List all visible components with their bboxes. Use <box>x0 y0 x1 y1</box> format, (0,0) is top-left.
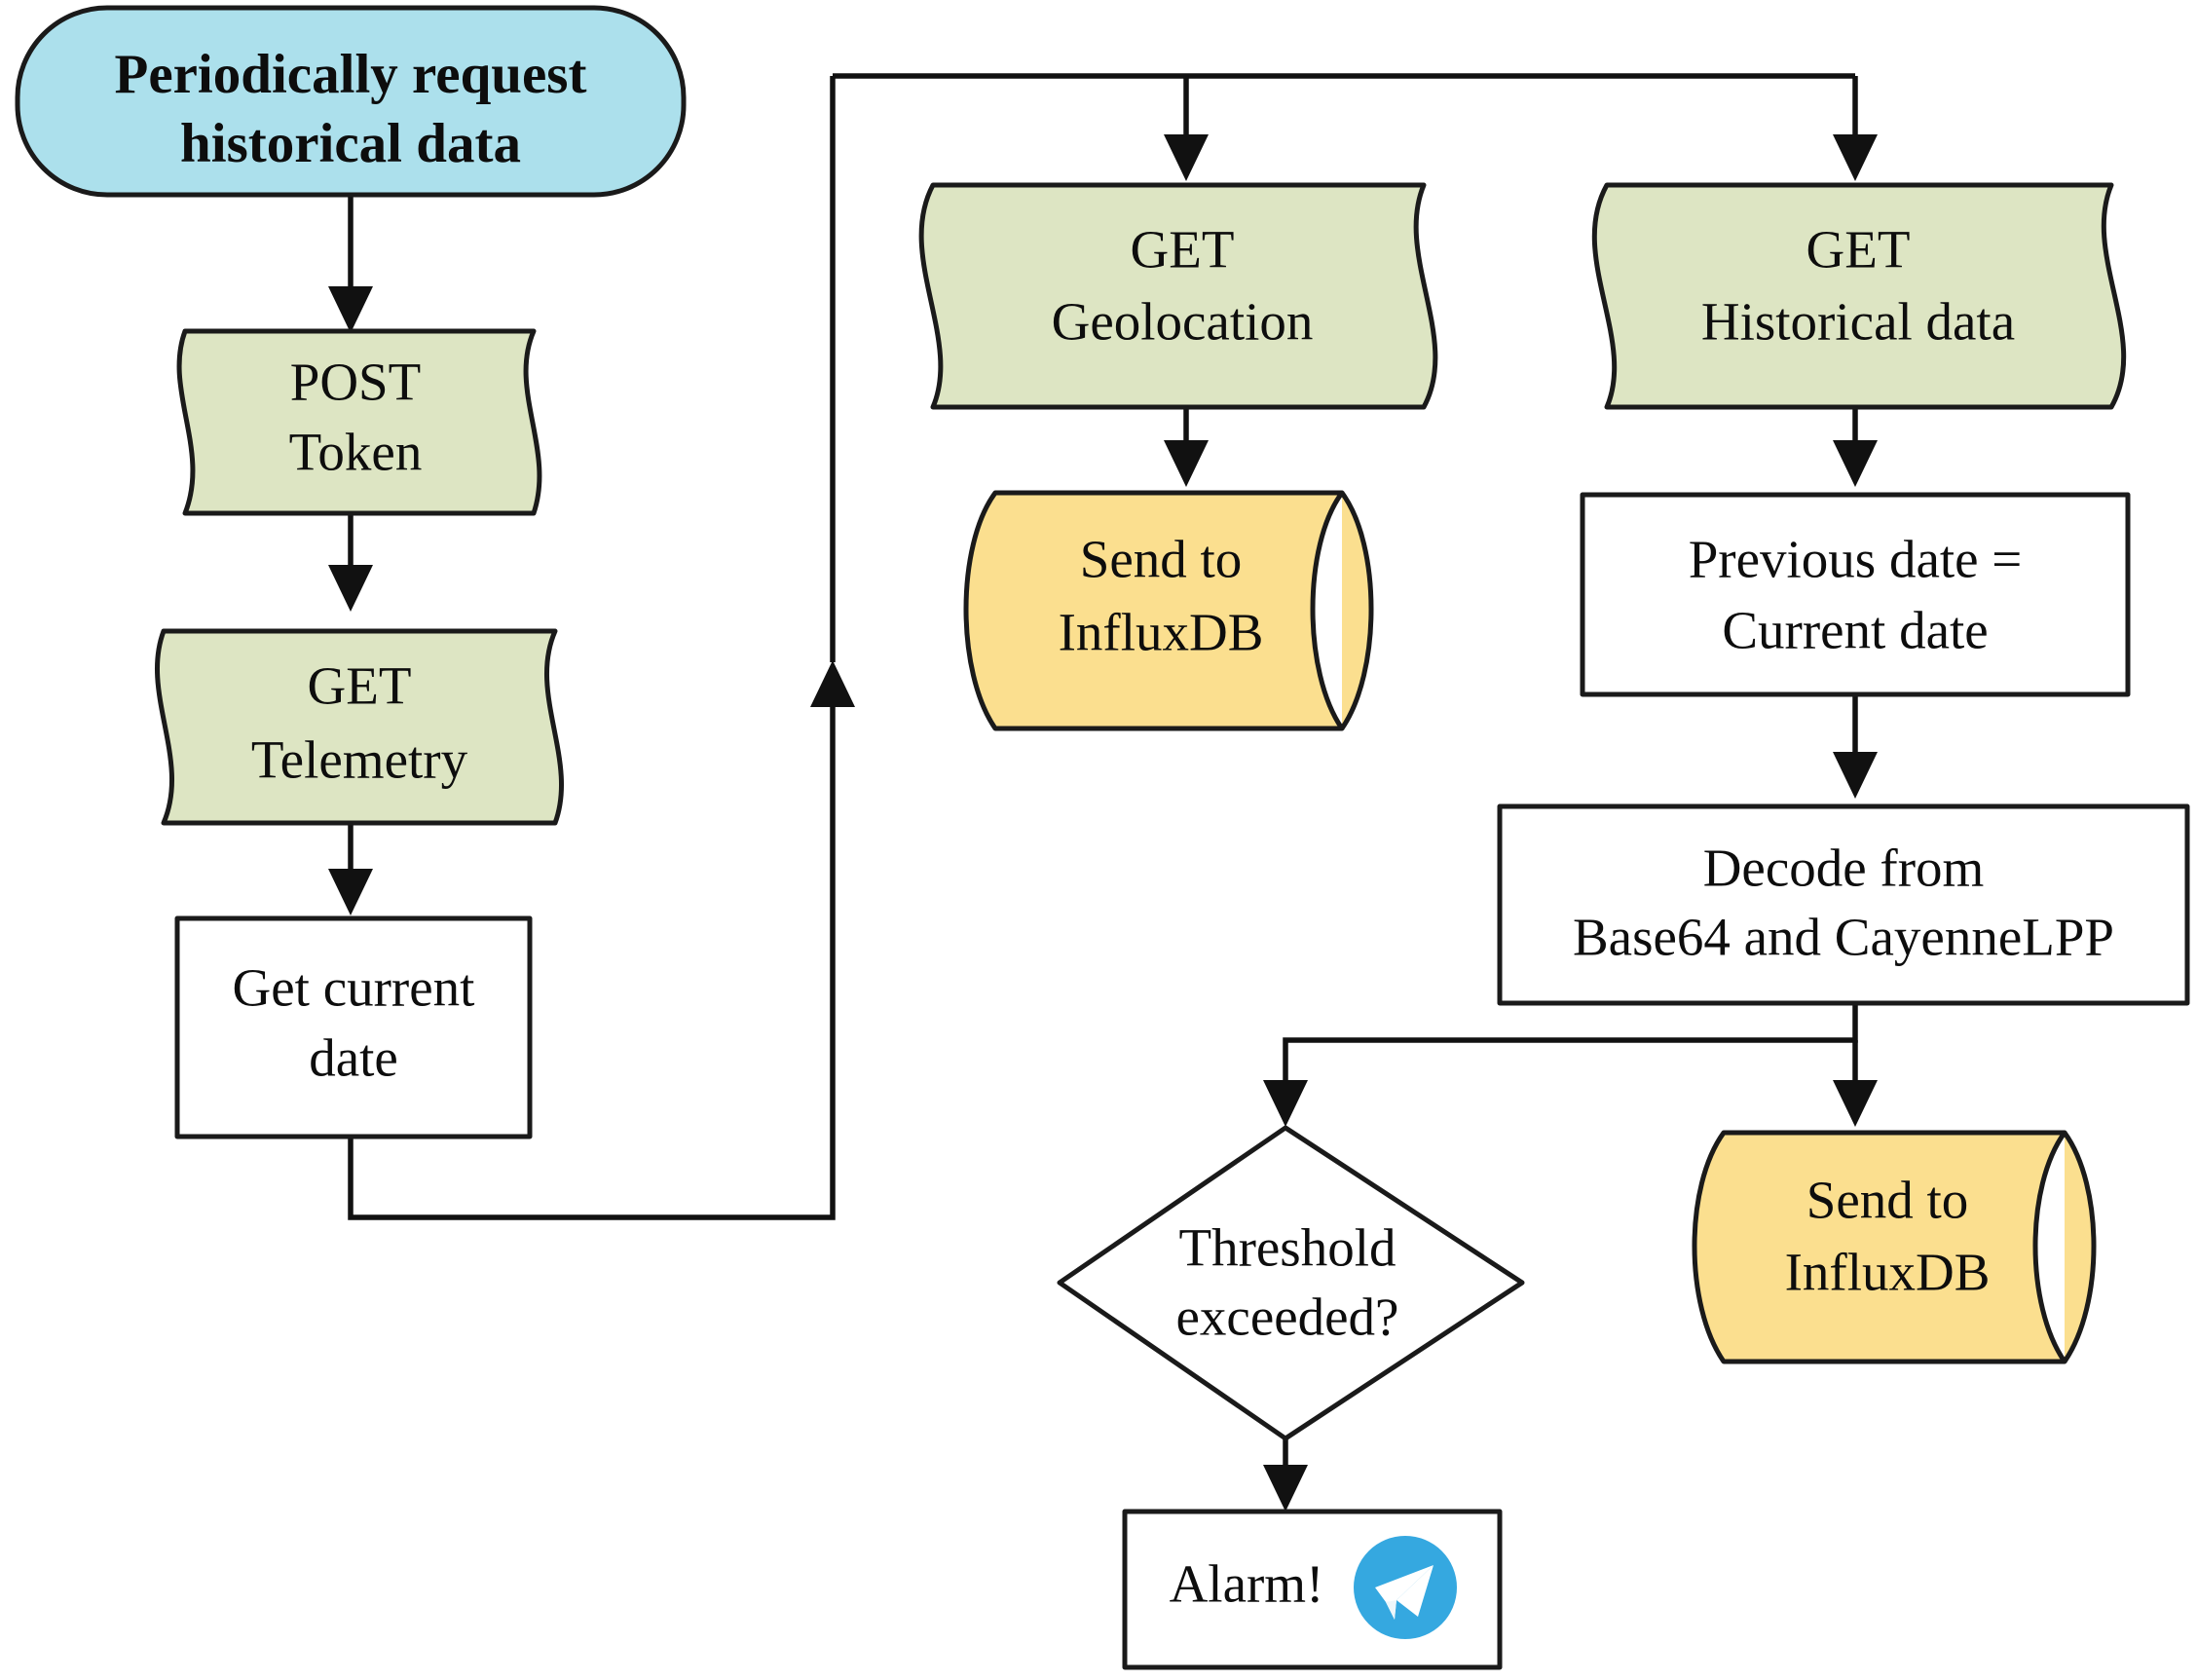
post-token-line-1: POST <box>290 353 422 412</box>
get-geolocation-shape <box>918 182 1438 410</box>
edge-decode-to-threshold <box>1263 1003 1858 1127</box>
edge-get-telemetry-to-get-current-date <box>328 823 373 915</box>
get-historical-data-line-1: GET <box>1806 220 1911 280</box>
alarm-label: Alarm! <box>1170 1554 1324 1614</box>
get-current-date-line-2: date <box>309 1028 398 1088</box>
node-send-influxdb-geo[interactable]: Send to InfluxDB <box>963 490 1374 731</box>
get-telemetry-line-2: Telemetry <box>251 730 468 790</box>
telegram-icon-plane-fold <box>1386 1600 1396 1620</box>
edge-get-current-date-to-loop-bus <box>348 660 855 1220</box>
node-send-influxdb-hist[interactable]: Send to InfluxDB <box>1692 1130 2097 1364</box>
node-get-historical-data[interactable]: GET Historical data <box>1591 182 2127 410</box>
get-telemetry-line-1: GET <box>308 656 412 716</box>
edge-loop-bus-to-get-historical-data <box>1833 76 1878 181</box>
node-get-telemetry[interactable]: GET Telemetry <box>154 628 565 826</box>
threshold-line-1: Threshold <box>1178 1218 1396 1278</box>
node-previous-date[interactable]: Previous date = Current date <box>1580 492 2131 697</box>
node-post-token[interactable]: POST Token <box>176 328 542 516</box>
previous-date-shape <box>1580 492 2131 697</box>
threshold-shape <box>1057 1125 1525 1441</box>
edge-previous-date-to-decode <box>1833 694 1878 799</box>
get-telemetry-shape <box>154 628 565 826</box>
node-alarm[interactable]: Alarm! <box>1122 1509 1503 1670</box>
threshold-line-2: exceeded? <box>1176 1288 1399 1347</box>
send-influxdb-geo-line-2: InfluxDB <box>1059 603 1264 662</box>
edge-get-historical-data-to-previous-date <box>1833 407 1878 487</box>
edge-get-geolocation-to-send-influxdb-geo <box>1164 407 1209 487</box>
telegram-icon-plane-tail <box>1396 1565 1434 1617</box>
send-influxdb-geo-cap <box>1339 491 1374 730</box>
edge-start-to-post-token <box>328 195 373 333</box>
decode-line-1: Decode from <box>1703 839 1985 898</box>
post-token-shape <box>176 328 542 516</box>
get-current-date-shape <box>174 915 533 1139</box>
edge-loop-bus-to-get-geolocation <box>1164 76 1209 181</box>
start-node-line-2: historical data <box>180 113 521 174</box>
get-current-date-line-1: Get current <box>233 958 475 1018</box>
decode-shape <box>1497 803 2190 1006</box>
get-historical-data-line-2: Historical data <box>1701 292 2015 352</box>
decode-line-2: Base64 and CayenneLPP <box>1573 908 2114 967</box>
send-influxdb-hist-line-2: InfluxDB <box>1785 1243 1991 1302</box>
start-node-shape <box>15 5 687 198</box>
previous-date-line-2: Current date <box>1722 601 1988 660</box>
edge-layer <box>328 73 1878 1512</box>
node-start[interactable]: Periodically request historical data <box>15 5 687 198</box>
node-get-geolocation[interactable]: GET Geolocation <box>918 182 1438 410</box>
send-influxdb-hist-cap <box>2062 1131 2097 1363</box>
previous-date-line-1: Previous date = <box>1689 530 2023 589</box>
edge-threshold-to-alarm <box>1263 1438 1308 1512</box>
edge-decode-to-send-influxdb-hist <box>1833 1040 1878 1127</box>
post-token-line-2: Token <box>289 423 423 482</box>
node-threshold[interactable]: Threshold exceeded? <box>1057 1125 1525 1441</box>
node-decode[interactable]: Decode from Base64 and CayenneLPP <box>1497 803 2190 1006</box>
edge-loop-bus-top <box>830 73 1855 662</box>
get-geolocation-line-1: GET <box>1131 220 1235 280</box>
send-influxdb-geo-line-1: Send to <box>1080 530 1243 589</box>
node-get-current-date[interactable]: Get current date <box>174 915 533 1139</box>
get-historical-data-shape <box>1591 182 2127 410</box>
telegram-icon <box>1354 1536 1457 1639</box>
edge-post-token-to-get-telemetry <box>328 513 373 612</box>
start-node-line-1: Periodically request <box>115 44 587 105</box>
get-geolocation-line-2: Geolocation <box>1052 292 1314 352</box>
send-influxdb-hist-line-1: Send to <box>1806 1171 1969 1230</box>
